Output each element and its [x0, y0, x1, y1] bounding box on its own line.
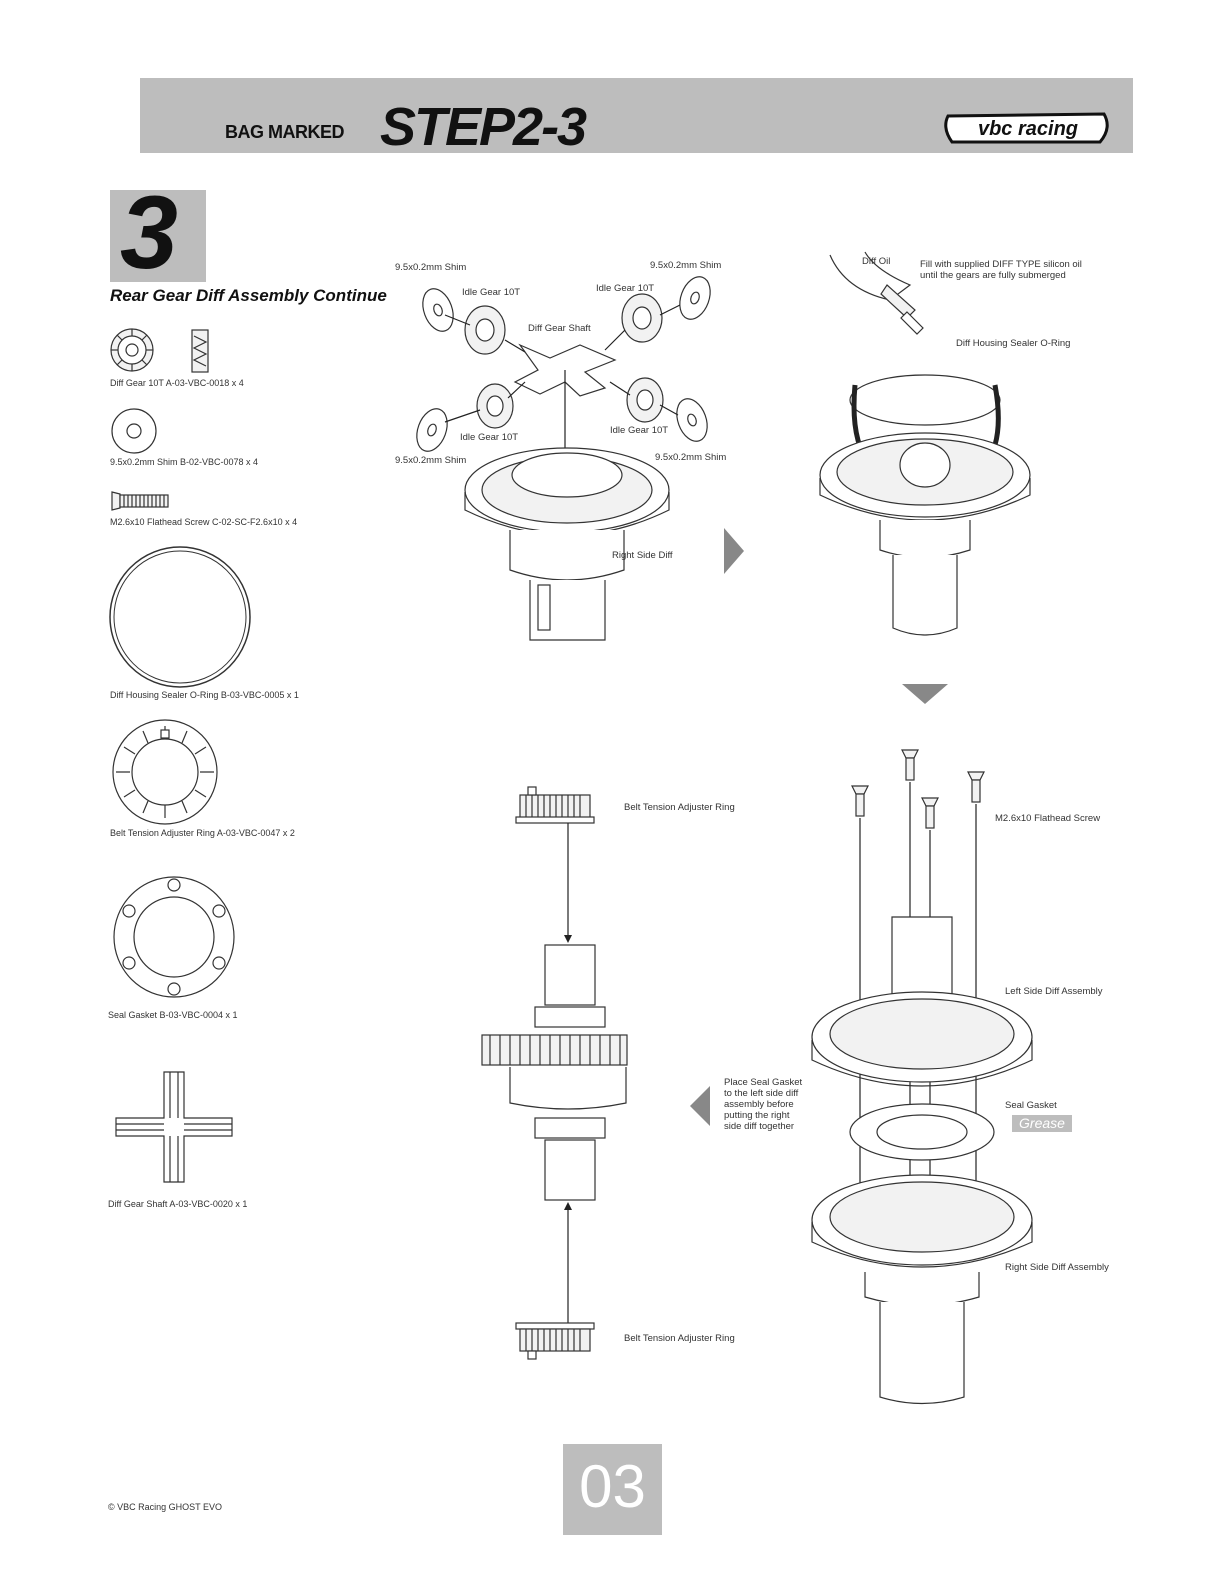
- label-left-side-diff-assembly: Left Side Diff Assembly: [1005, 986, 1103, 997]
- label-diff-housing-o-ring: Diff Housing Sealer O-Ring: [956, 338, 1071, 349]
- label-shim-bl: 9.5x0.2mm Shim: [395, 455, 467, 466]
- svg-text:vbc racing: vbc racing: [978, 118, 1078, 140]
- part-caption-adjuster-ring: Belt Tension Adjuster Ring A-03-VBC-0047…: [110, 828, 295, 838]
- part-caption-o-ring: Diff Housing Sealer O-Ring B-03-VBC-0005…: [110, 690, 299, 700]
- label-diff-gear-shaft: Diff Gear Shaft: [528, 323, 591, 334]
- vbc-racing-logo: vbc racing: [944, 112, 1109, 144]
- diagram-final-assembly: [811, 749, 1033, 1405]
- part-caption-diff-gear: Diff Gear 10T A-03-VBC-0018 x 4: [110, 378, 244, 388]
- note-seal-gasket-line2: to the left side diff: [724, 1088, 799, 1099]
- page-number-box: [563, 1444, 662, 1535]
- part-caption-shim: 9.5x0.2mm Shim B-02-VBC-0078 x 4: [110, 457, 259, 467]
- part-caption-seal-gasket: Seal Gasket B-03-VBC-0004 x 1: [108, 1010, 238, 1020]
- step-number: 3: [120, 175, 178, 291]
- bag-marked-label: BAG MARKED: [225, 122, 345, 142]
- label-shim-br: 9.5x0.2mm Shim: [655, 452, 727, 463]
- label-shim-tl: 9.5x0.2mm Shim: [395, 262, 467, 273]
- arrow-left-icon: [690, 1086, 710, 1126]
- label-shim-tr: 9.5x0.2mm Shim: [650, 260, 722, 271]
- arrow-down-icon: [902, 684, 948, 704]
- label-belt-ring-bottom: Belt Tension Adjuster Ring: [624, 1333, 735, 1344]
- adjuster-ring-icon: [112, 719, 218, 825]
- label-right-side-diff-assembly: Right Side Diff Assembly: [1005, 1262, 1109, 1273]
- arrow-right-icon: [724, 528, 744, 574]
- o-ring-icon: [109, 546, 251, 688]
- diagram-oil-fill: [819, 251, 1031, 636]
- gear-shaft-icon: [115, 1071, 233, 1183]
- note-seal-gasket-line4: putting the right: [724, 1110, 790, 1121]
- note-seal-gasket-line3: assembly before: [724, 1099, 794, 1110]
- label-seal-gasket: Seal Gasket: [1005, 1100, 1057, 1111]
- label-fill-note-line1: Fill with supplied DIFF TYPE silicon oil: [920, 259, 1082, 270]
- screw-icon: [111, 491, 169, 511]
- seal-gasket-icon: [113, 876, 235, 998]
- section-title: Rear Gear Diff Assembly Continue: [110, 286, 387, 305]
- shim-icon: [111, 408, 157, 454]
- label-idle-br: Idle Gear 10T: [610, 425, 669, 436]
- step-title: STEP2-3: [380, 97, 587, 157]
- page-number: 03: [579, 1453, 646, 1520]
- part-caption-gear-shaft: Diff Gear Shaft A-03-VBC-0020 x 1: [108, 1199, 248, 1209]
- label-idle-tl: Idle Gear 10T: [462, 287, 521, 298]
- diagram-belt-adjuster: [481, 786, 628, 1360]
- diff-gear-icon: [110, 328, 209, 373]
- part-caption-screw: M2.6x10 Flathead Screw C-02-SC-F2.6x10 x…: [110, 517, 298, 527]
- label-flathead-screw: M2.6x10 Flathead Screw: [995, 813, 1101, 824]
- copyright: © VBC Racing GHOST EVO: [108, 1502, 222, 1512]
- note-seal-gasket-line5: side diff together: [724, 1121, 795, 1132]
- label-idle-tr: Idle Gear 10T: [596, 283, 655, 294]
- note-seal-gasket-line1: Place Seal Gasket: [724, 1077, 803, 1088]
- label-fill-note-line2: until the gears are fully submerged: [920, 270, 1066, 281]
- step-number-box: [110, 190, 206, 282]
- label-diff-oil: Diff Oil: [862, 256, 891, 267]
- label-belt-ring-top: Belt Tension Adjuster Ring: [624, 802, 735, 813]
- grease-badge: Grease: [1012, 1115, 1072, 1132]
- diagram-gear-assembly: [416, 276, 711, 641]
- label-right-side-diff: Right Side Diff: [612, 550, 673, 561]
- label-idle-bl: Idle Gear 10T: [460, 432, 519, 443]
